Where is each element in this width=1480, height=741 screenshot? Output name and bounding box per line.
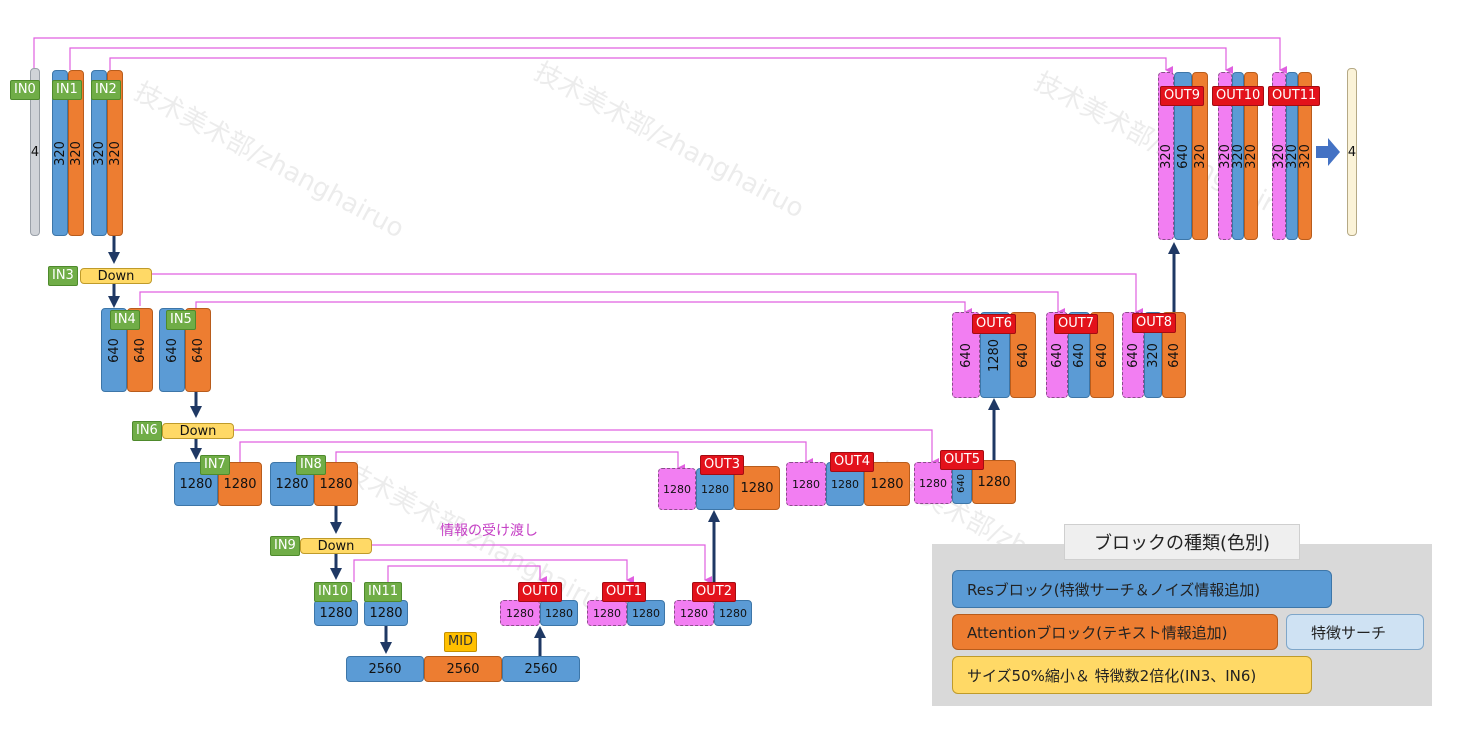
in1-res-block: 320	[52, 70, 68, 236]
in1-tag: IN1	[52, 80, 82, 100]
out11-attn-block: 320	[1298, 72, 1313, 240]
out6-attn-block: 640	[1010, 312, 1036, 398]
in11-tag: IN11	[364, 582, 403, 602]
legend-attention: Attentionブロック(テキスト情報追加)	[952, 614, 1278, 650]
skip-in0-out11	[33, 37, 1287, 74]
skip-in9-out2	[372, 544, 712, 584]
in7-tag: IN7	[200, 455, 230, 475]
out9-tag: OUT9	[1160, 86, 1204, 106]
out11-tag: OUT11	[1268, 86, 1321, 106]
out10-attn-block: 320	[1244, 72, 1259, 240]
legend-downsample: サイズ50%縮小＆ 特徴数2倍化(IN3、IN6)	[952, 656, 1312, 694]
output-block: 4	[1347, 68, 1357, 236]
out4-tag: OUT4	[830, 452, 874, 472]
in7-attn-block: 1280	[218, 462, 262, 506]
out2-tag: OUT2	[692, 582, 736, 602]
out11-skip-block: 320	[1272, 72, 1287, 240]
out10-skip-block: 320	[1218, 72, 1233, 240]
out5-tag: OUT5	[940, 450, 984, 470]
mid-res1-block: 2560	[346, 656, 424, 682]
in1-attn-block: 320	[68, 70, 84, 236]
skip-in5-out6	[195, 301, 972, 316]
out2-skip-block: 1280	[674, 600, 714, 626]
out3-tag: OUT3	[700, 455, 744, 475]
in10-tag: IN10	[314, 582, 353, 602]
out3-skip-block: 1280	[658, 468, 696, 510]
out9-attn-block: 320	[1192, 72, 1208, 240]
out3-res-block: 1280	[696, 468, 734, 510]
in6-down-block: Down	[162, 423, 234, 439]
out1-res-block: 1280	[627, 600, 665, 626]
legend-feature: 特徴サーチ	[1286, 614, 1424, 650]
skip-in1-out10	[69, 47, 1233, 74]
out0-res-block: 1280	[540, 600, 578, 626]
in4-tag: IN4	[110, 310, 140, 330]
in3-tag: IN3	[48, 266, 78, 286]
skip-in8-out3	[335, 451, 685, 472]
in8-res-block: 1280	[270, 462, 314, 506]
out9-skip-block: 320	[1158, 72, 1174, 240]
legend-res: Resブロック(特徴サーチ＆ノイズ情報追加)	[952, 570, 1332, 608]
skip-connection-note: 情報の受け渡し	[440, 523, 538, 539]
out8-tag: OUT8	[1132, 313, 1176, 333]
out3-attn-block: 1280	[734, 466, 780, 510]
in0-tag: IN0	[10, 80, 40, 100]
in6-tag: IN6	[132, 421, 162, 441]
skip-in6-out5	[234, 429, 939, 466]
skip-in11-out0	[387, 565, 547, 584]
skip-in10-out1	[353, 559, 634, 584]
out4-skip-block: 1280	[786, 462, 826, 506]
legend-title: ブロックの種類(色別)	[1064, 524, 1300, 560]
mid-attn-block: 2560	[424, 656, 502, 682]
in11-res-block: 1280	[364, 600, 408, 626]
out0-skip-block: 1280	[500, 600, 540, 626]
skip-in4-out7	[139, 291, 1065, 316]
in10-res-block: 1280	[314, 600, 358, 626]
in9-down-block: Down	[300, 538, 372, 554]
in2-tag: IN2	[91, 80, 121, 100]
in4-attn-block: 640	[127, 308, 153, 392]
out9-res-block: 640	[1174, 72, 1192, 240]
skip-in2-out9	[109, 57, 1173, 74]
out1-skip-block: 1280	[587, 600, 627, 626]
out2-res-block: 1280	[714, 600, 752, 626]
in2-attn-block: 320	[107, 70, 123, 236]
out10-tag: OUT10	[1212, 86, 1265, 106]
in8-attn-block: 1280	[314, 462, 358, 506]
out6-tag: OUT6	[972, 314, 1016, 334]
out0-tag: OUT0	[518, 582, 562, 602]
mid-tag: MID	[444, 632, 478, 652]
out11-res-block: 320	[1285, 72, 1300, 240]
in9-tag: IN9	[270, 536, 300, 556]
out7-tag: OUT7	[1054, 314, 1098, 334]
in5-tag: IN5	[166, 310, 196, 330]
out8-res-block: 320	[1144, 312, 1162, 398]
watermark: 技术美术部/zhanghairuo	[129, 76, 409, 245]
out1-tag: OUT1	[602, 582, 646, 602]
out10-res-block: 320	[1231, 72, 1246, 240]
mid-res2-block: 2560	[502, 656, 580, 682]
in2-res-block: 320	[91, 70, 107, 236]
in3-down-block: Down	[80, 268, 152, 284]
out8-skip-block: 640	[1122, 312, 1144, 398]
skip-in3-out8	[149, 273, 1143, 316]
in0-block: 4	[30, 68, 40, 236]
output-arrow	[1316, 138, 1340, 166]
watermark: 技术美术部/zhanghairuo	[529, 56, 809, 225]
out5-skip-block: 1280	[914, 462, 952, 504]
in8-tag: IN8	[296, 455, 326, 475]
